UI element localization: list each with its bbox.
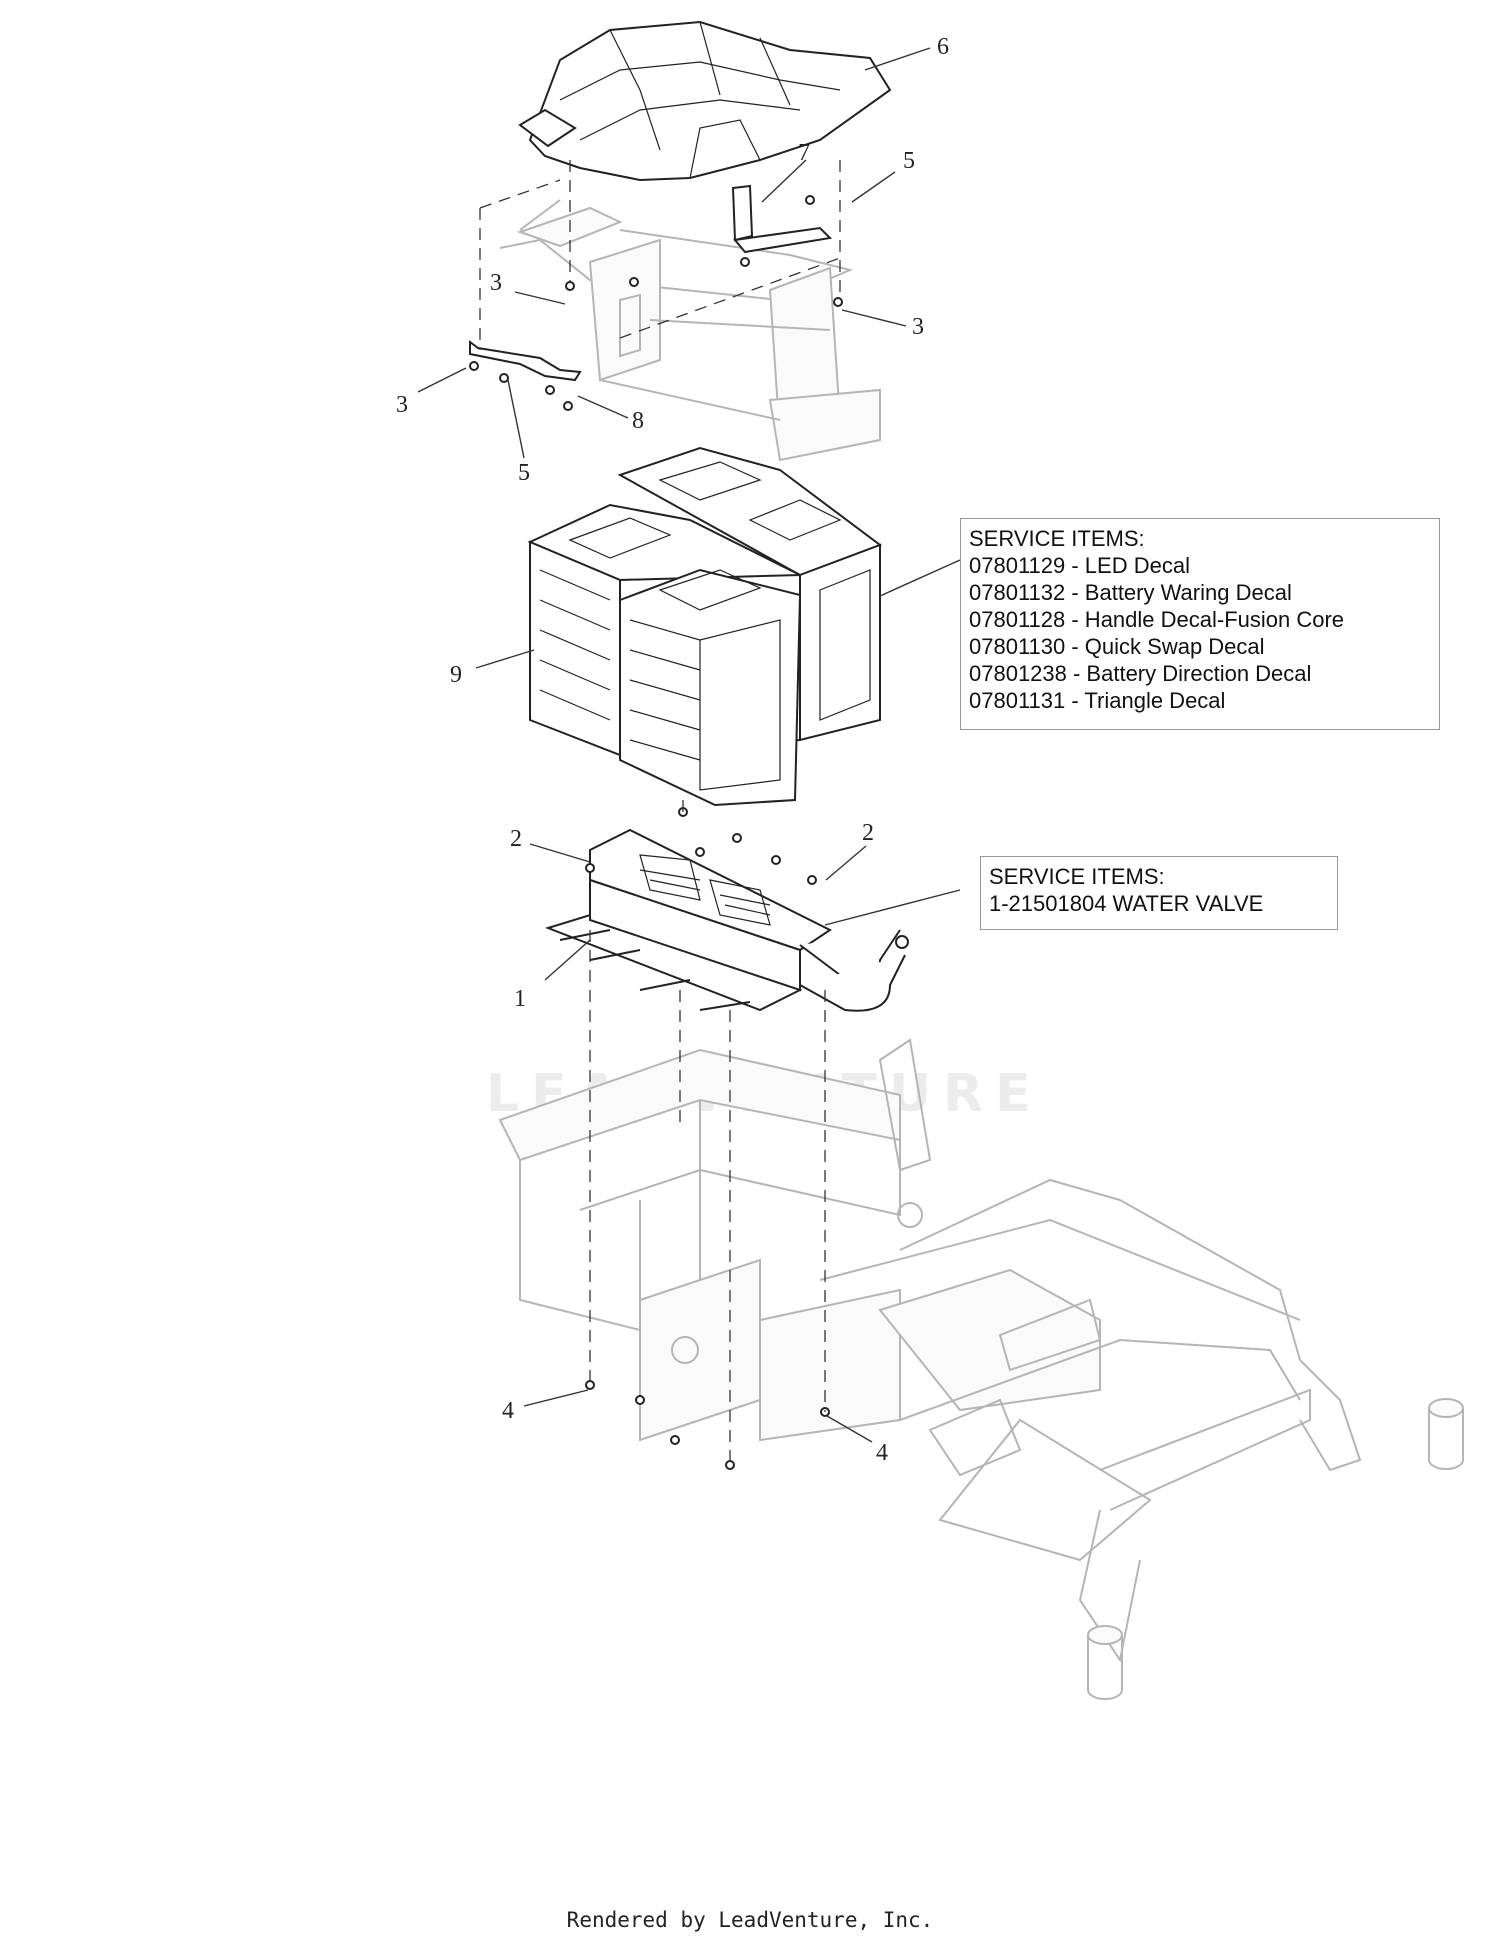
footer-credit: Rendered by LeadVenture, Inc.	[566, 1908, 934, 1932]
callout-3-upper-left: 3	[490, 270, 502, 296]
callout-2-left: 2	[510, 826, 522, 852]
callout-5-upper: 5	[903, 148, 915, 174]
service-item: 1-21501804 WATER VALVE	[989, 891, 1264, 916]
callout-7: 7	[798, 140, 810, 166]
leader-lines	[417, 47, 961, 1443]
bracket-part-7[interactable]	[731, 184, 833, 254]
battery-pack-part-9[interactable]	[527, 446, 883, 807]
callout-3-right: 3	[912, 314, 924, 340]
service-item: 07801128 - Handle Decal-Fusion Core	[969, 607, 1345, 632]
service-items-title: SERVICE ITEMS:	[989, 864, 1165, 889]
callout-labels: 6 7 5 3 3 3 8 5 9 2 2 1 4 4	[396, 34, 949, 1466]
service-item: 07801131 - Triangle Decal	[969, 688, 1226, 713]
callout-4-left: 4	[502, 1398, 514, 1424]
service-items-box-decals: SERVICE ITEMS: 07801129 - LED Decal 0780…	[960, 518, 1440, 730]
callout-2-right: 2	[862, 820, 874, 846]
callout-3-lower-left: 3	[396, 392, 408, 418]
service-item: 07801130 - Quick Swap Decal	[969, 634, 1265, 659]
callout-8: 8	[632, 408, 644, 434]
service-items-box-water-valve: SERVICE ITEMS: 1-21501804 WATER VALVE	[980, 856, 1338, 930]
battery-tray-part-1[interactable]	[544, 828, 909, 1012]
callout-1: 1	[514, 986, 526, 1012]
service-items-title: SERVICE ITEMS:	[969, 526, 1145, 551]
top-cover-part-6[interactable]	[518, 20, 892, 182]
bracket-part-8[interactable]	[469, 340, 582, 382]
alignment-lines	[479, 160, 841, 1465]
mower-frame-ghost	[498, 1038, 1464, 1700]
callout-6: 6	[937, 34, 949, 60]
service-item: 07801129 - LED Decal	[969, 553, 1190, 578]
callout-5-lower: 5	[518, 460, 530, 486]
callout-4-right: 4	[876, 1440, 888, 1466]
service-item: 07801238 - Battery Direction Decal	[969, 661, 1312, 686]
service-item: 07801132 - Battery Waring Decal	[969, 580, 1292, 605]
callout-9: 9	[450, 662, 462, 688]
